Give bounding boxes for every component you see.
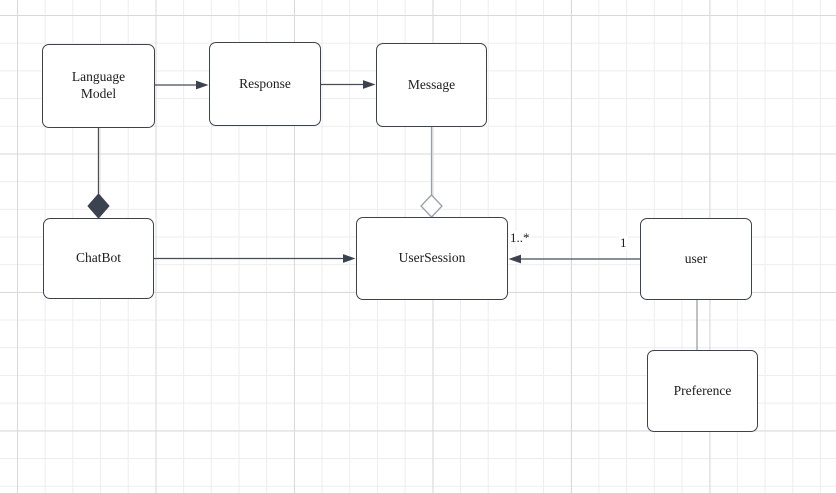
edge-languagemodel-chatbot-composition[interactable] xyxy=(87,128,110,219)
multiplicity-label-usersession[interactable]: 1..* xyxy=(509,230,531,246)
filled-diamond-icon xyxy=(87,193,110,219)
node-chatbot[interactable]: ChatBot xyxy=(43,218,154,299)
arrowhead-icon xyxy=(363,80,376,89)
arrowhead-icon xyxy=(508,254,521,264)
edge-chatbot-usersession[interactable] xyxy=(154,254,356,263)
node-language-model[interactable]: Language Model xyxy=(42,44,155,128)
node-usersession-label: UserSession xyxy=(398,250,466,266)
node-usersession[interactable]: UserSession xyxy=(356,217,508,300)
multiplicity-label-user[interactable]: 1 xyxy=(619,235,628,251)
edge-user-usersession[interactable] xyxy=(508,254,641,264)
arrowhead-icon xyxy=(196,80,209,90)
node-preference[interactable]: Preference xyxy=(647,350,758,432)
node-preference-label: Preference xyxy=(673,382,732,398)
hollow-diamond-icon xyxy=(420,194,443,218)
edge-message-usersession-aggregation[interactable] xyxy=(420,127,443,218)
node-language-model-label: Language Model xyxy=(71,69,126,101)
edge-response-message[interactable] xyxy=(321,80,376,89)
arrowhead-icon xyxy=(343,254,356,263)
node-message-label: Message xyxy=(407,76,456,92)
node-message[interactable]: Message xyxy=(376,43,487,127)
node-user[interactable]: user xyxy=(640,218,752,300)
node-response-label: Response xyxy=(239,75,291,91)
node-user-label: user xyxy=(684,250,708,266)
node-response[interactable]: Response xyxy=(209,42,321,126)
edge-languagemodel-response[interactable] xyxy=(155,80,209,90)
node-chatbot-label: ChatBot xyxy=(75,250,121,266)
